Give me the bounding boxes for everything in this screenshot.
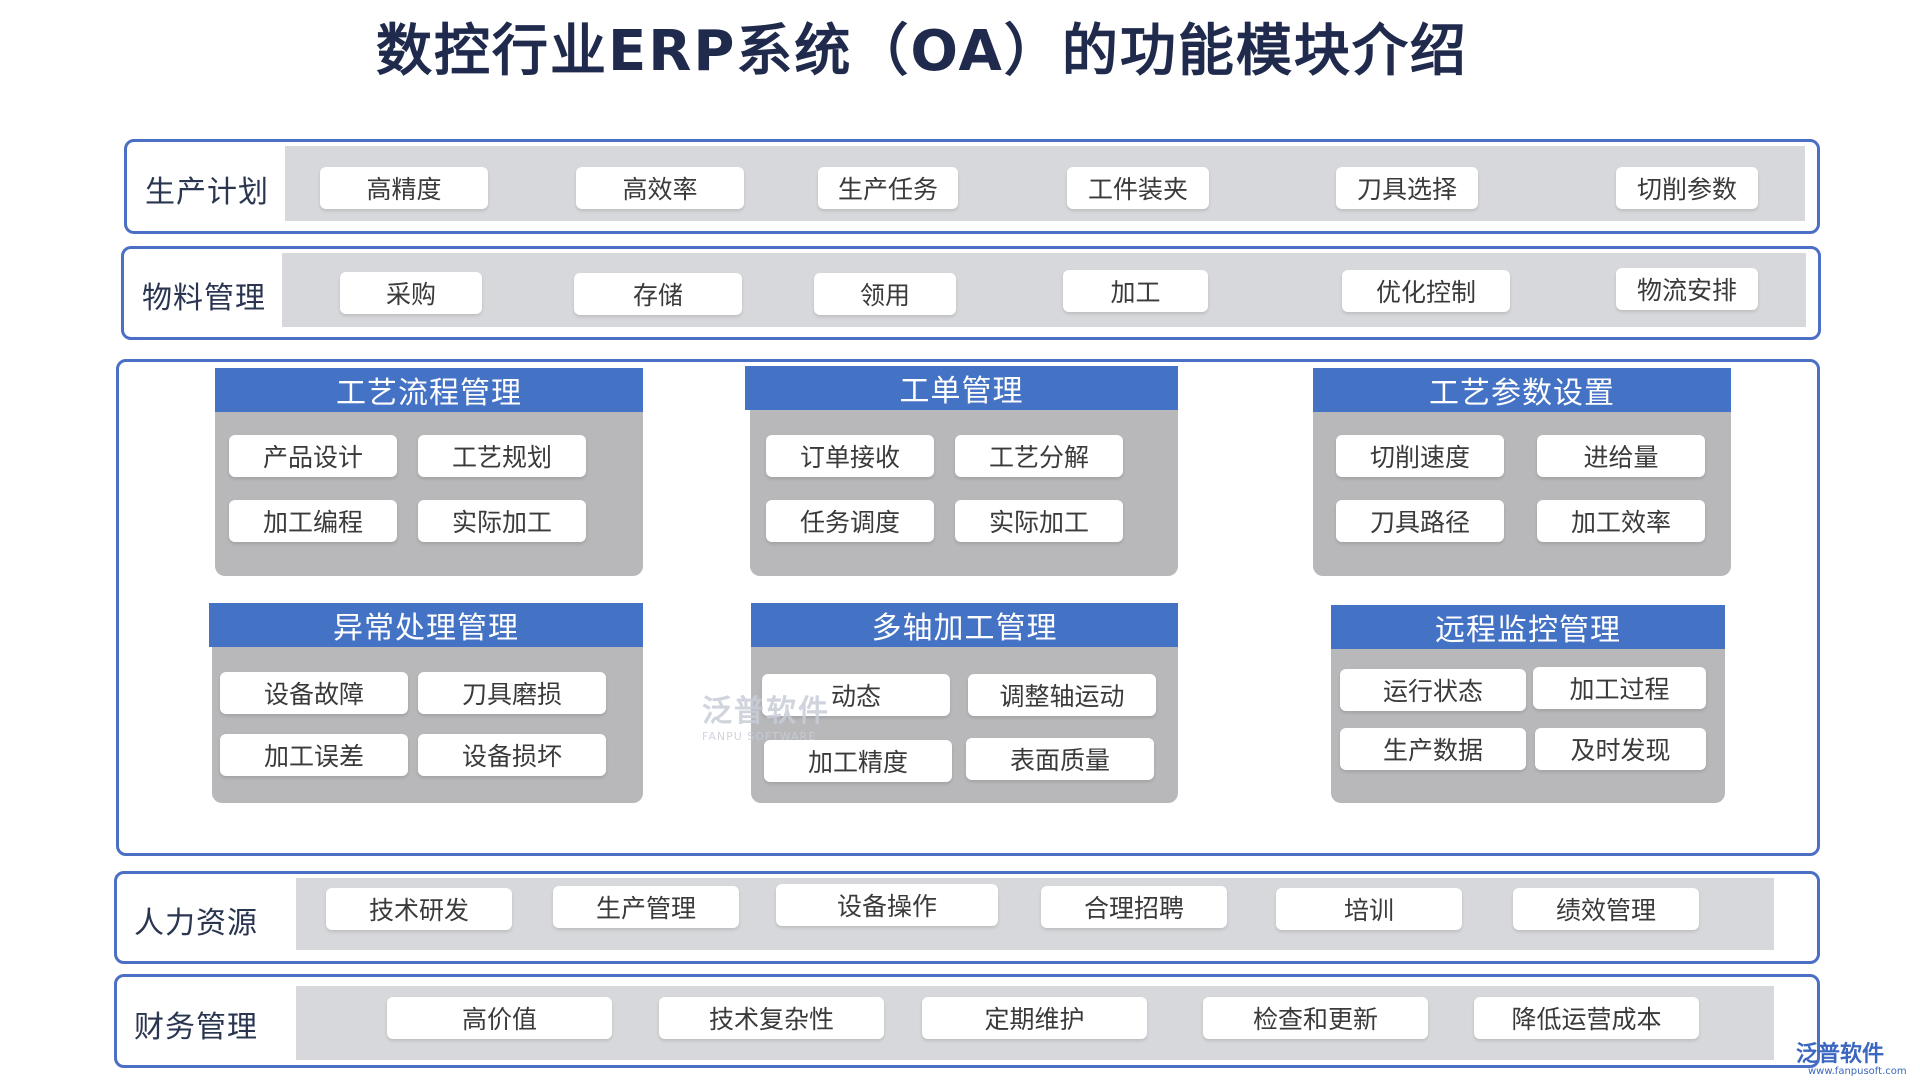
panel-item-machining-error[interactable]: 加工误差 — [220, 734, 408, 776]
chip-storage[interactable]: 存储 — [574, 273, 742, 315]
chip-processing[interactable]: 加工 — [1063, 270, 1208, 312]
panel-item-actual-machining-2[interactable]: 实际加工 — [955, 500, 1123, 542]
panel-item-process-planning[interactable]: 工艺规划 — [418, 435, 586, 477]
panel-item-tool-path[interactable]: 刀具路径 — [1336, 500, 1504, 542]
chip-performance-mgmt[interactable]: 绩效管理 — [1513, 888, 1699, 930]
panel-item-task-scheduling[interactable]: 任务调度 — [766, 500, 934, 542]
chip-tech-rd[interactable]: 技术研发 — [326, 888, 512, 930]
panel-item-equipment-damage[interactable]: 设备损坏 — [418, 734, 606, 776]
page-title: 数控行业ERP系统（OA）的功能模块介绍 — [376, 19, 1468, 84]
brand-logo-text: 泛普软件 — [1796, 1042, 1885, 1067]
chip-training[interactable]: 培训 — [1276, 888, 1462, 930]
panel-item-tool-wear[interactable]: 刀具磨损 — [418, 672, 606, 714]
chip-recruitment[interactable]: 合理招聘 — [1041, 886, 1227, 928]
chip-purchase[interactable]: 采购 — [340, 272, 482, 314]
chip-workpiece-clamping[interactable]: 工件装夹 — [1067, 167, 1209, 209]
watermark-subtext: FANPU SOFTWARE — [702, 730, 817, 743]
row-label-material-mgmt: 物料管理 — [142, 281, 266, 316]
panel-item-machining-programming[interactable]: 加工编程 — [229, 500, 397, 542]
panel-item-operating-status[interactable]: 运行状态 — [1340, 669, 1526, 711]
watermark-text: 泛普软件 — [702, 694, 830, 729]
watermark: 泛普软件 FANPU SOFTWARE — [702, 686, 830, 743]
row-label-finance: 财务管理 — [134, 1010, 258, 1045]
chip-regular-maintenance[interactable]: 定期维护 — [922, 997, 1147, 1039]
chip-tool-selection[interactable]: 刀具选择 — [1336, 167, 1478, 209]
panel-title-process-params: 工艺参数设置 — [1313, 368, 1731, 412]
panel-item-order-receiving[interactable]: 订单接收 — [766, 435, 934, 477]
panel-item-product-design[interactable]: 产品设计 — [229, 435, 397, 477]
chip-production-task[interactable]: 生产任务 — [818, 167, 958, 209]
panel-title-exception-handling: 异常处理管理 — [209, 603, 643, 647]
panel-item-production-data[interactable]: 生产数据 — [1340, 728, 1526, 770]
panel-item-process-decomposition[interactable]: 工艺分解 — [955, 435, 1123, 477]
panel-item-dynamic[interactable]: 动态 — [762, 674, 950, 716]
row-label-production-plan: 生产计划 — [145, 175, 269, 210]
panel-title-remote-monitoring: 远程监控管理 — [1331, 605, 1725, 649]
panel-title-process-flow: 工艺流程管理 — [215, 368, 643, 412]
panel-item-actual-machining[interactable]: 实际加工 — [418, 500, 586, 542]
chip-cutting-params[interactable]: 切削参数 — [1616, 167, 1758, 209]
chip-high-efficiency[interactable]: 高效率 — [576, 167, 744, 209]
panel-item-timely-detection[interactable]: 及时发现 — [1535, 728, 1706, 770]
chip-reduce-cost[interactable]: 降低运营成本 — [1474, 997, 1699, 1039]
chip-high-precision[interactable]: 高精度 — [320, 167, 488, 209]
panel-title-work-order: 工单管理 — [745, 366, 1178, 410]
row-label-human-resources: 人力资源 — [134, 906, 258, 941]
chip-equipment-operation[interactable]: 设备操作 — [776, 884, 998, 926]
panel-item-feed-rate[interactable]: 进给量 — [1537, 435, 1705, 477]
chip-inspection-update[interactable]: 检查和更新 — [1203, 997, 1428, 1039]
panel-title-multi-axis: 多轴加工管理 — [751, 603, 1178, 647]
chip-requisition[interactable]: 领用 — [814, 273, 956, 315]
brand-logo: 泛普软件 www.fanpusoft.com — [1796, 1036, 1907, 1077]
panel-item-surface-quality[interactable]: 表面质量 — [966, 738, 1154, 780]
chip-optimization-control[interactable]: 优化控制 — [1342, 270, 1510, 312]
chip-production-mgmt[interactable]: 生产管理 — [553, 886, 739, 928]
panel-item-machining-process[interactable]: 加工过程 — [1533, 667, 1706, 709]
panel-item-machining-efficiency[interactable]: 加工效率 — [1537, 500, 1705, 542]
row-inner-production-plan — [285, 146, 1805, 221]
chip-tech-complexity[interactable]: 技术复杂性 — [659, 997, 884, 1039]
panel-item-axis-adjustment[interactable]: 调整轴运动 — [968, 674, 1156, 716]
panel-item-equipment-failure[interactable]: 设备故障 — [220, 672, 408, 714]
panel-item-cutting-speed[interactable]: 切削速度 — [1336, 435, 1504, 477]
row-inner-material-mgmt — [282, 253, 1806, 327]
panel-item-machining-accuracy[interactable]: 加工精度 — [764, 740, 952, 782]
brand-logo-url: www.fanpusoft.com — [1808, 1066, 1907, 1077]
chip-logistics[interactable]: 物流安排 — [1616, 268, 1758, 310]
chip-high-value[interactable]: 高价值 — [387, 997, 612, 1039]
